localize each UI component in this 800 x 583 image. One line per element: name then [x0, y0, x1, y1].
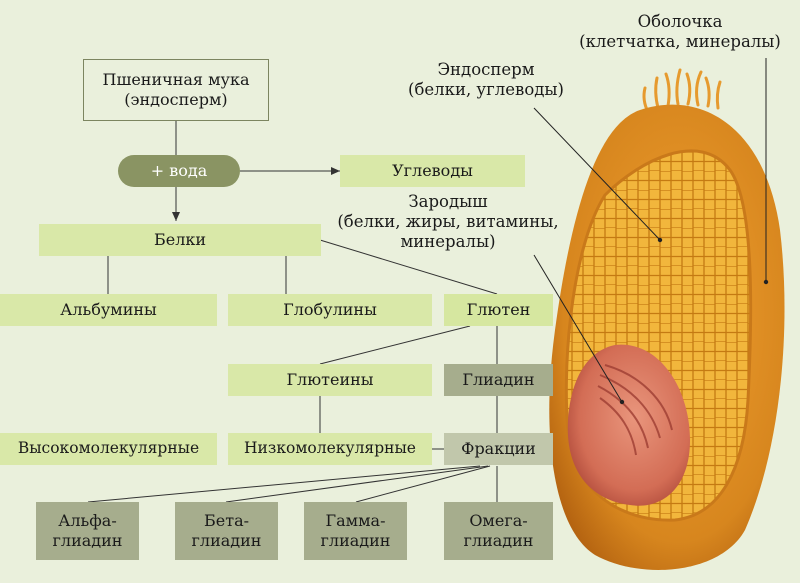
grain-pointer-dots: [619, 237, 769, 405]
gamma-gliadin-box: Гамма- глиадин: [304, 502, 407, 560]
gliadin-box: Глиадин: [444, 364, 553, 396]
low-molecular-box: Низкомолекулярные: [228, 433, 432, 465]
grain-pointer-lines: [533, 58, 767, 403]
grain-hairs: [642, 68, 722, 114]
omega-gliadin-box: Омега- глиадин: [444, 502, 553, 560]
germ-area: [567, 344, 690, 506]
flow-connectors: [87, 121, 498, 503]
carbs-box: Углеводы: [340, 155, 525, 187]
germ-texture: [597, 364, 673, 456]
wheat-grain-illustration: [549, 68, 785, 570]
alpha-gliadin-box: Альфа- глиадин: [36, 502, 139, 560]
globulins-box: Глобулины: [228, 294, 432, 326]
endosperm-label: Эндосперм (белки, углеводы): [408, 60, 564, 99]
gluten-box: Глютен: [444, 294, 553, 326]
albumins-box: Альбумины: [0, 294, 217, 326]
proteins-box: Белки: [39, 224, 321, 256]
high-molecular-box: Высокомолекулярные: [0, 433, 217, 465]
gluteins-box: Глютеины: [228, 364, 432, 396]
fractions-box: Фракции: [444, 433, 553, 465]
water-pill: + вода: [118, 155, 240, 187]
beta-gliadin-box: Бета- глиадин: [175, 502, 278, 560]
flour-box: Пшеничная мука (эндосперм): [83, 59, 269, 121]
germ-label: Зародыш (белки, жиры, витамины, минералы…: [337, 192, 559, 251]
shell-label: Оболочка (клетчатка, минералы): [579, 12, 781, 51]
